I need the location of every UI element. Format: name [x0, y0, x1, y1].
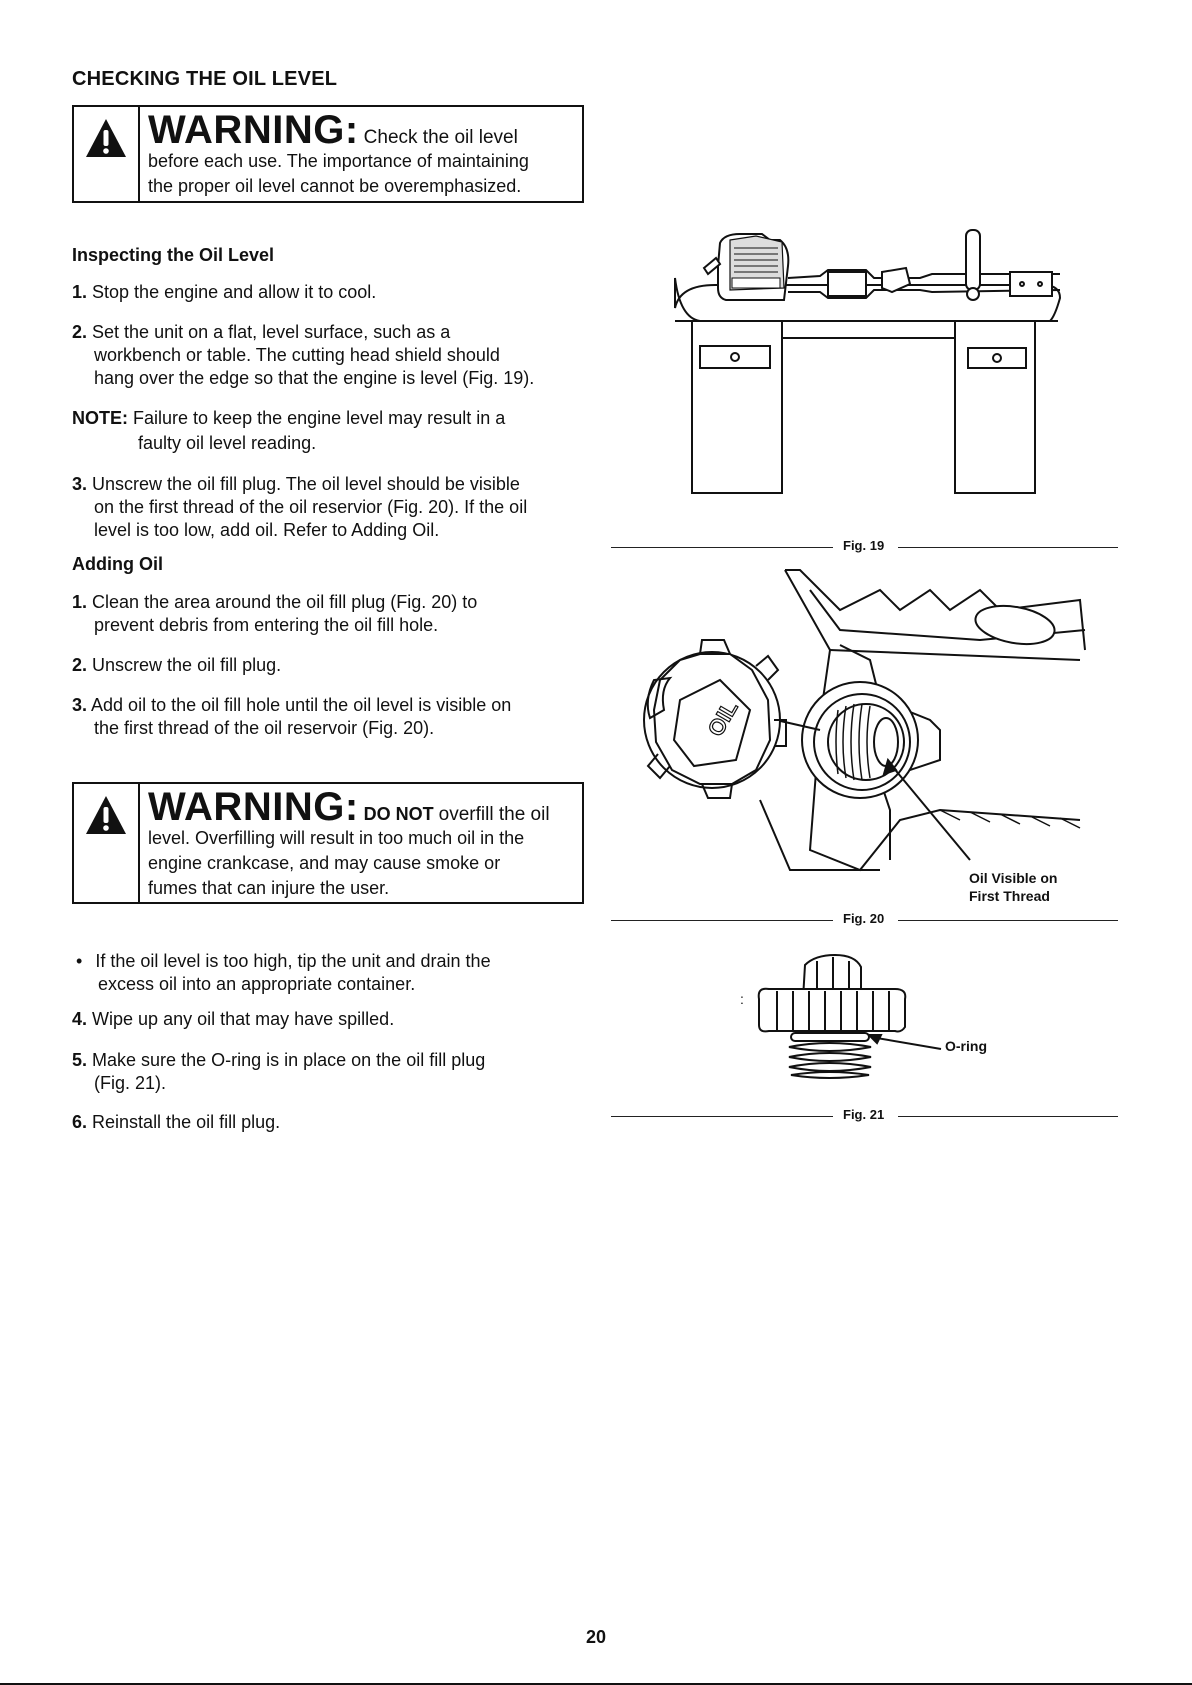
adding-step-2: 2. Unscrew the oil fill plug.: [72, 654, 592, 677]
step-text: on the first thread of the oil reservior…: [94, 497, 528, 517]
after-step-5: 5. Make sure the O-ring is in place on t…: [72, 1049, 592, 1095]
bullet-text: If the oil level is too high, tip the un…: [95, 951, 491, 971]
step-text: the first thread of the oil reservoir (F…: [94, 718, 435, 738]
note-label: NOTE:: [72, 408, 128, 428]
step-text: Make sure the O-ring is in place on the …: [92, 1050, 486, 1070]
warning-icon-cell: [74, 107, 140, 201]
warning-icon-cell: [74, 784, 140, 902]
step-number: 2.: [72, 322, 88, 342]
fig20-label-line: Oil Visible on: [969, 870, 1058, 886]
step-text: Unscrew the oil fill plug. The oil level…: [92, 474, 520, 494]
fig20-caption: Fig. 20: [843, 911, 885, 926]
step-text: hang over the edge so that the engine is…: [94, 368, 535, 388]
step-number: 1.: [72, 282, 88, 302]
step-text: level is too low, add oil. Refer to Addi…: [94, 520, 440, 540]
warning-line: fumes that can injure the user.: [148, 878, 390, 898]
fig19-rule-left: [611, 547, 833, 548]
inspect-step-3: 3. Unscrew the oil fill plug. The oil le…: [72, 473, 592, 542]
step-text: Reinstall the oil fill plug.: [92, 1112, 281, 1132]
step-text: prevent debris from entering the oil fil…: [94, 615, 439, 635]
adding-step-3: 3. Add oil to the oil fill hole until th…: [72, 694, 592, 740]
step-text: Add oil to the oil fill hole until the o…: [91, 695, 512, 715]
fig19-caption: Fig. 19: [843, 538, 885, 553]
section-title: CHECKING THE OIL LEVEL: [72, 68, 338, 90]
note-text: Failure to keep the engine level may res…: [133, 408, 506, 428]
fig19-trimmer-on-workbench-illustration: [674, 229, 1062, 494]
step-number: 3.: [72, 474, 88, 494]
warning-line: level. Overfilling will result in too mu…: [148, 828, 525, 848]
step-text: Stop the engine and allow it to cool.: [92, 282, 377, 302]
fig20-rule-left: [611, 920, 833, 921]
step-text: Wipe up any oil that may have spilled.: [92, 1009, 395, 1029]
step-text: workbench or table. The cutting head shi…: [94, 345, 500, 365]
warning-emphasis: DO NOT: [363, 804, 434, 824]
warning-heading: WARNING:: [148, 108, 359, 152]
step-number: 4.: [72, 1009, 88, 1029]
step-number: 5.: [72, 1050, 88, 1070]
warning-text: WARNING: Check the oil level before each…: [148, 107, 574, 199]
step-text: Set the unit on a flat, level surface, s…: [92, 322, 451, 342]
step-number: 2.: [72, 655, 88, 675]
step-text: Unscrew the oil fill plug.: [92, 655, 282, 675]
warning-triangle-icon: [86, 119, 126, 157]
fig21-rule-left: [611, 1116, 833, 1117]
step-text: Clean the area around the oil fill plug …: [92, 592, 478, 612]
adding-oil-heading: Adding Oil: [72, 554, 163, 574]
fig21-caption: Fig. 21: [843, 1107, 885, 1122]
warning-lead-text: overfill the oil: [438, 804, 550, 825]
after-step-4: 4. Wipe up any oil that may have spilled…: [72, 1008, 592, 1031]
step-number: 1.: [72, 592, 88, 612]
fig19-rule-right: [898, 547, 1118, 548]
inspect-note: NOTE: Failure to keep the engine level m…: [72, 407, 592, 455]
page-bottom-rule: [0, 1683, 1192, 1685]
warning-lead-text: Check the oil level: [363, 127, 518, 148]
bullet-mark: •: [76, 951, 83, 971]
warning-box-check-oil: WARNING: Check the oil level before each…: [72, 105, 584, 203]
warning-line: the proper oil level cannot be overempha…: [148, 176, 522, 196]
warning-text: WARNING: DO NOT overfill the oil level. …: [148, 784, 574, 901]
fig20-oil-reservoir-illustration: OIL: [643, 569, 1086, 872]
fig21-oring-label: O-ring: [945, 1038, 987, 1054]
fig21-oil-fill-plug-illustration: [757, 953, 942, 1079]
step-text: (Fig. 21).: [94, 1073, 167, 1093]
inspecting-heading: Inspecting the Oil Level: [72, 245, 275, 265]
warning-triangle-icon: [86, 796, 126, 834]
fig20-rule-right: [898, 920, 1118, 921]
warning-heading: WARNING:: [148, 785, 359, 829]
warning-line: engine crankcase, and may cause smoke or: [148, 853, 501, 873]
warning-line: before each use. The importance of maint…: [148, 151, 529, 171]
note-text: faulty oil level reading.: [138, 433, 317, 453]
fig21-rule-right: [898, 1116, 1118, 1117]
overfill-bullet: • If the oil level is too high, tip the …: [76, 950, 596, 996]
step-number: 6.: [72, 1112, 88, 1132]
adding-step-1: 1. Clean the area around the oil fill pl…: [72, 591, 592, 637]
warning-box-overfill: WARNING: DO NOT overfill the oil level. …: [72, 782, 584, 904]
fig20-label-line: First Thread: [969, 888, 1050, 904]
fig20-callout-label: Oil Visible on First Thread: [969, 869, 1057, 905]
inspect-step-2: 2. Set the unit on a flat, level surface…: [72, 321, 592, 390]
bullet-text: excess oil into an appropriate container…: [98, 974, 416, 994]
page-number: 20: [585, 1627, 607, 1647]
fig21-mark: :: [740, 991, 744, 1007]
after-step-6: 6. Reinstall the oil fill plug.: [72, 1111, 592, 1134]
step-number: 3.: [72, 695, 88, 715]
inspect-step-1: 1. Stop the engine and allow it to cool.: [72, 281, 592, 304]
